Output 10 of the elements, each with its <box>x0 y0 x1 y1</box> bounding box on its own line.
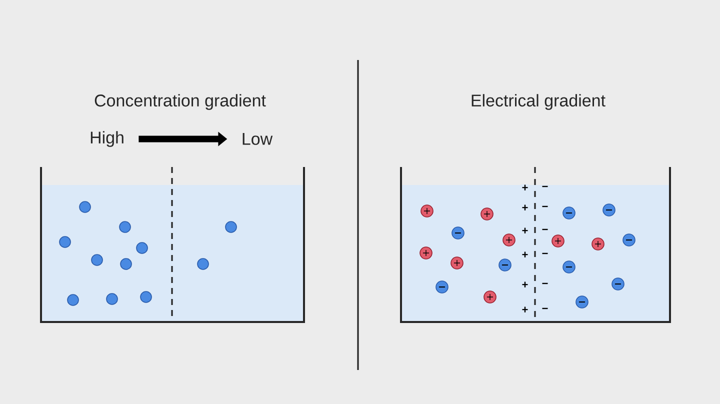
charge-sign: − <box>541 307 549 313</box>
charge-sign: − <box>541 282 549 288</box>
heading: Electrical gradient <box>472 94 606 110</box>
text-label: Low <box>242 133 273 145</box>
text-label: High <box>90 131 124 147</box>
charge-sign: − <box>541 185 549 191</box>
heading: Concentration gradient <box>94 94 266 110</box>
charge-sign: − <box>541 228 549 234</box>
charge-sign: − <box>541 252 549 258</box>
charge-sign: − <box>541 205 549 211</box>
